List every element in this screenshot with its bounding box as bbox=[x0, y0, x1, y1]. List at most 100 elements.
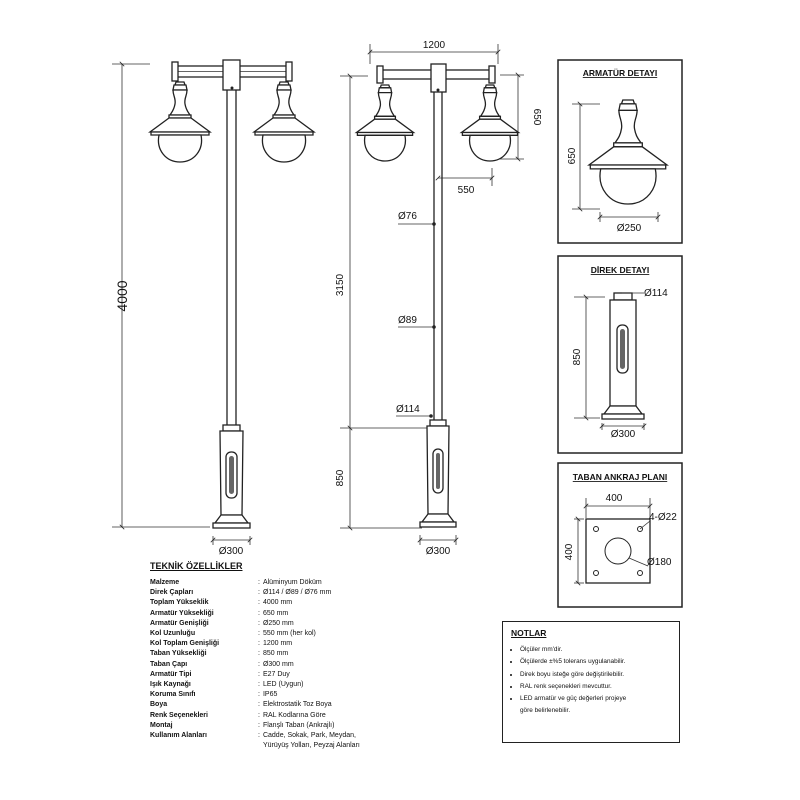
spec-value: :550 mm (her kol) bbox=[258, 630, 316, 638]
arm-span-dimension: 1200 bbox=[367, 40, 501, 64]
anchor-plan-panel: TABAN ANKRAJ PLANI 400 400 4-Ø22 Ø180 bbox=[557, 462, 683, 608]
note-item: Ölçüler mm'dir. bbox=[520, 644, 671, 656]
note-item: Direk boyu isteğe göre değiştirilebilir. bbox=[520, 669, 671, 681]
spec-row: Taban Çapı :Ø300 mm bbox=[150, 660, 398, 670]
spec-value: :Alüminyum Döküm bbox=[258, 579, 322, 586]
right-pole bbox=[419, 92, 457, 528]
pole-detail-top-dia: Ø114 bbox=[644, 288, 668, 299]
spec-key: Armatür Yüksekliği bbox=[150, 609, 214, 617]
spec-value: :Ø114 / Ø89 / Ø76 mm bbox=[258, 589, 332, 597]
luminaire-detail-height: 650 bbox=[567, 147, 578, 164]
spec-value: :650 mm bbox=[258, 609, 289, 617]
right-luminaire-1 bbox=[354, 84, 416, 162]
left-base-dimension: Ø300 bbox=[210, 536, 253, 557]
pole-low-dia-label: Ø114 bbox=[396, 404, 420, 415]
spec-key: Direk Çapları bbox=[150, 589, 194, 597]
luminaire-height-label: 650 bbox=[531, 109, 542, 126]
notes-list: Ölçüler mm'dir.Ölçülerde ±%5 tolerans uy… bbox=[511, 644, 671, 718]
notes-panel: NOTLAR Ölçüler mm'dir.Ölçülerde ±%5 tole… bbox=[502, 621, 680, 743]
pole-detail-height: 850 bbox=[572, 348, 583, 365]
spec-row: Işık Kaynağı :LED (Uygun) bbox=[150, 680, 398, 690]
spec-value: :Ø250 mm bbox=[258, 619, 294, 627]
luminaire-detail-panel: ARMATÜR DETAYI 650 Ø250 bbox=[557, 59, 683, 244]
detail-luminaire bbox=[587, 99, 669, 205]
spec-row: Taban Yüksekliği:850 mm bbox=[150, 649, 398, 659]
right-crossarm bbox=[376, 63, 496, 93]
right-base-dia-label: Ø300 bbox=[426, 546, 451, 557]
left-elevation: 4000 Ø300 bbox=[112, 59, 293, 557]
notes-title: NOTLAR bbox=[511, 628, 547, 638]
spec-key: Taban Çapı bbox=[150, 660, 188, 668]
spec-row: Montaj :Flanşlı Taban (Ankrajlı) bbox=[150, 721, 398, 731]
spec-key: Armatür Tipi bbox=[150, 670, 192, 678]
spec-key: Renk Seçenekleri bbox=[150, 711, 208, 719]
pole-diameter-callouts: Ø76 Ø89 Ø114 bbox=[396, 211, 436, 418]
spec-row: Renk Seçenekleri :RAL Kodlarına Göre bbox=[150, 711, 398, 721]
arm-length-label: 550 bbox=[458, 185, 475, 196]
note-item: LED armatür ve güç değerleri projeye bbox=[520, 693, 671, 705]
spec-value: :LED (Uygun) bbox=[258, 681, 304, 689]
spec-row: Boya:Elektrostatik Toz Boya bbox=[150, 700, 398, 710]
left-base-dia-label: Ø300 bbox=[219, 546, 244, 557]
spec-row: Yürüyüş Yolları, Peyzaj Alanları bbox=[150, 741, 398, 751]
note-item: göre belirlenebilir. bbox=[520, 707, 571, 715]
spec-row: Kol Toplam Genişliği :1200 mm bbox=[150, 639, 398, 649]
right-base-dimension: Ø300 bbox=[417, 535, 459, 557]
shaft-dimensions: 3150 850 bbox=[335, 73, 430, 531]
right-elevation: 1200 650 550 3150 bbox=[335, 40, 542, 557]
arm-length-dimension: 550 bbox=[435, 168, 495, 196]
pole-detail-panel: DİREK DETAYI Ø114 850 Ø300 bbox=[557, 255, 683, 454]
spec-value: :Elektrostatik Toz Boya bbox=[258, 701, 332, 709]
spec-key: Koruma Sınıfı bbox=[150, 691, 196, 699]
left-pole bbox=[212, 90, 251, 529]
spec-key: Kol Uzunluğu bbox=[150, 630, 196, 638]
pole-top-dia-label: Ø76 bbox=[398, 211, 417, 222]
spec-row: Koruma Sınıfı :IP65 bbox=[150, 690, 398, 700]
note-item: Ölçülerde ±%5 tolerans uygulanabilir. bbox=[520, 656, 671, 668]
arm-span-label: 1200 bbox=[423, 40, 446, 51]
luminaire-height-dimension: 650 bbox=[500, 72, 542, 162]
anchor-plan-center: Ø180 bbox=[647, 557, 672, 568]
spec-key: Taban Yüksekliği bbox=[150, 650, 207, 658]
left-luminaire-2 bbox=[252, 81, 316, 163]
spec-key: Toplam Yükseklik bbox=[150, 599, 209, 607]
spec-key: Malzeme bbox=[150, 579, 180, 586]
spec-row: Kol Uzunluğu :550 mm (her kol) bbox=[150, 629, 398, 639]
spec-value: :Ø300 mm bbox=[258, 660, 294, 668]
pole-mid-dia-label: Ø89 bbox=[398, 315, 417, 326]
spec-row: Direk Çapları :Ø114 / Ø89 / Ø76 mm bbox=[150, 588, 398, 598]
spec-value: Yürüyüş Yolları, Peyzaj Alanları bbox=[262, 742, 360, 750]
note-item: RAL renk seçenekleri mevcuttur. bbox=[520, 681, 671, 693]
spec-row: Armatür Yüksekliği :650 mm bbox=[150, 609, 398, 619]
luminaire-detail-dia: Ø250 bbox=[617, 223, 642, 234]
pole-detail-base-dia: Ø300 bbox=[611, 429, 636, 440]
left-luminaire-1 bbox=[148, 81, 212, 163]
spec-key: Işık Kaynağı bbox=[150, 681, 191, 689]
anchor-plan-height: 400 bbox=[564, 543, 575, 560]
spec-key: Montaj bbox=[150, 721, 173, 729]
spec-key: Kullanım Alanları bbox=[150, 732, 207, 740]
left-crossarm bbox=[171, 59, 293, 91]
spec-row: Malzeme :Alüminyum Döküm bbox=[150, 578, 398, 588]
spec-value: :Cadde, Sokak, Park, Meydan, bbox=[258, 732, 356, 740]
anchor-plan-title: TABAN ANKRAJ PLANI bbox=[573, 472, 667, 482]
luminaire-detail-title: ARMATÜR DETAYI bbox=[583, 68, 657, 78]
spec-value: :1200 mm bbox=[258, 640, 293, 648]
right-luminaire-2 bbox=[459, 84, 521, 162]
total-height-dimension: 4000 bbox=[112, 61, 210, 530]
spec-value: :E27 Duy bbox=[258, 670, 290, 678]
spec-row: Armatür Genişliği :Ø250 mm bbox=[150, 619, 398, 629]
spec-key: Armatür Genişliği bbox=[150, 619, 209, 627]
specs-title: TEKNİK ÖZELLİKLER bbox=[150, 561, 243, 571]
anchor-plan-holes: 4-Ø22 bbox=[649, 512, 677, 523]
spec-key bbox=[150, 741, 258, 751]
spec-value: :Flanşlı Taban (Ankrajlı) bbox=[258, 721, 335, 729]
total-height-label: 4000 bbox=[114, 280, 130, 311]
spec-row: Toplam Yükseklik:4000 mm bbox=[150, 598, 398, 608]
spec-row: Kullanım Alanları :Cadde, Sokak, Park, Me… bbox=[150, 731, 398, 741]
spec-key: Kol Toplam Genişliği bbox=[150, 640, 220, 648]
spec-value: :IP65 bbox=[258, 691, 278, 699]
spec-value: :RAL Kodlarına Göre bbox=[258, 711, 326, 719]
